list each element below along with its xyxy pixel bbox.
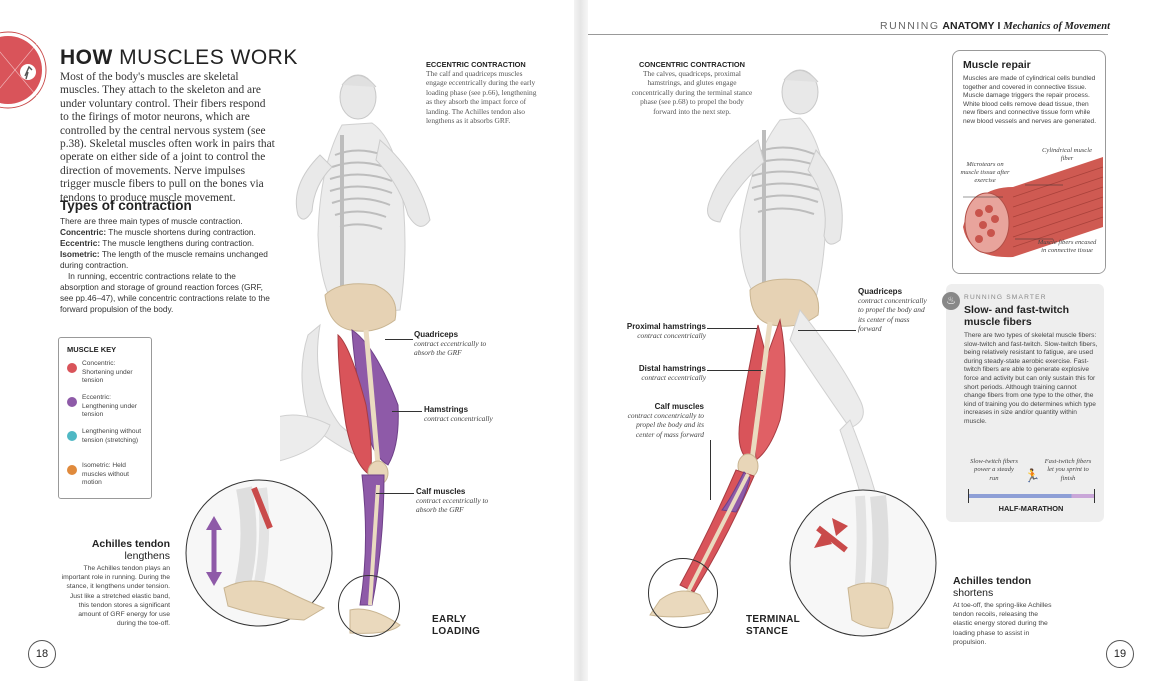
muscle-key-label: Concentric: Shortening under tension (82, 360, 133, 385)
header-running: RUNNING (880, 20, 940, 32)
right-achilles-sub: shortens (953, 587, 994, 599)
left-quadriceps-desc: contract eccentrically to absorb the GRF (414, 339, 487, 358)
concentric-box-title: CONCENTRIC CONTRACTION (639, 60, 745, 69)
left-hamstrings-desc: contract concentrically (424, 414, 493, 423)
early-stage-line2: LOADING (432, 626, 481, 637)
left-ham-leader (392, 411, 422, 412)
left-quadriceps-label: Quadriceps (414, 330, 459, 339)
eccentric-box-title: ECCENTRIC CONTRACTION (426, 60, 526, 69)
right-quad-leader (798, 330, 856, 331)
concentric-term: Concentric: (60, 227, 107, 237)
distal-hamstrings-label: Distal hamstrings (638, 364, 706, 373)
muscle-key-label: Eccentric: Lengthening under tension (82, 394, 137, 419)
concentric-def: Concentric: The muscle shortens during c… (60, 227, 275, 238)
concentric-box-text: The calves, quadriceps, proximal hamstri… (631, 69, 753, 116)
terminal-stage-line1: TERMINAL (746, 614, 801, 625)
page-number-right: 19 (1106, 640, 1134, 668)
page-title: MUSCLES WORK (119, 46, 298, 69)
half-marathon-label: HALF-MARATHON (998, 504, 1064, 513)
twitch-title: Slow- and fast-twitch muscle fibers (964, 304, 1069, 328)
fast-twitch-label: Fast-twitch fibers let you sprint to fin… (1044, 458, 1092, 482)
muscle-key-swatch (67, 431, 77, 441)
muscle-key-swatch (67, 363, 77, 373)
eccentric-text: The muscle lengthens during contraction. (102, 238, 255, 248)
eccentric-def: Eccentric: The muscle lengthens during c… (60, 238, 275, 249)
bar-end-tick (1094, 489, 1095, 503)
right-achilles-title: Achilles tendon (953, 575, 1032, 587)
prox-hamstrings-label: Proximal hamstrings (626, 322, 706, 331)
right-calf-label: Calf muscles (654, 402, 704, 411)
muscle-key-swatch (67, 397, 77, 407)
header-section: Mechanics of Movement (1003, 21, 1111, 32)
bar-start-tick (968, 489, 969, 503)
header-separator: I (997, 20, 1001, 32)
right-quadriceps-label: Quadriceps (858, 287, 903, 296)
muscle-repair-text: Muscles are made of cylindrical cells bu… (963, 75, 1097, 125)
types-intro: There are three main types of muscle con… (60, 216, 243, 226)
label-cylindrical-fiber: Cylindrical muscle fiber (1042, 147, 1092, 162)
right-quadriceps-desc: contract concentrically to propel the bo… (858, 296, 927, 334)
terminal-stage-line2: STANCE (746, 626, 789, 637)
runner-figure-early-loading (259, 45, 480, 645)
page-number-left: 18 (28, 640, 56, 668)
twitch-fibers-card: ♨ RUNNING SMARTER Slow- and fast-twitch … (942, 284, 1104, 522)
eccentric-term: Eccentric: (60, 238, 101, 248)
left-achilles-sub: lengthens (124, 550, 170, 562)
distal-hamstrings-desc: contract eccentrically (641, 373, 706, 382)
intro-paragraph: Most of the body's muscles are skeletal … (60, 71, 275, 204)
muscle-fiber-illustration (953, 147, 1105, 273)
types-heading: Types of contraction (60, 198, 192, 213)
half-marathon-bar (968, 494, 1094, 498)
twitch-kicker: RUNNING SMARTER (964, 294, 1047, 301)
left-hamstrings-label: Hamstrings (424, 405, 469, 414)
eccentric-box-text: The calf and quadriceps muscles engage e… (426, 69, 537, 126)
right-achilles-text: At toe-off, the spring-like Achilles ten… (953, 602, 1052, 646)
prox-hamstrings-desc: contract concentrically (637, 331, 706, 340)
muscle-repair-card: Muscle repair Muscles are made of cylind… (952, 50, 1106, 274)
achilles-lengthens-detail (184, 478, 334, 628)
distal-ham-leader (707, 370, 763, 371)
muscle-repair-title: Muscle repair (963, 59, 1031, 71)
running-paragraph: In running, eccentric contractions relat… (60, 271, 270, 314)
left-achilles-text: The Achilles tendon plays an important r… (61, 565, 170, 628)
right-calf-desc: contract concentrically to propel the bo… (627, 411, 704, 439)
label-encased-fibers: Muscle fibers encased in connective tiss… (1037, 239, 1097, 254)
left-calf-leader (376, 493, 414, 494)
running-header: RUNNING ANATOMY I Mechanics of Movement (880, 20, 1110, 32)
isometric-term: Isometric: (60, 249, 100, 259)
isometric-text: The length of the muscle remains unchang… (60, 249, 268, 270)
muscle-key-title: MUSCLE KEY (67, 345, 117, 354)
muscle-key-label: Isometric: Held muscles without motion (82, 462, 129, 487)
muscle-key: MUSCLE KEY Concentric: Shortening under … (58, 337, 152, 499)
right-ankle-circle (648, 558, 718, 628)
header-anatomy: ANATOMY (942, 20, 995, 32)
isometric-def: Isometric: The length of the muscle rema… (60, 249, 275, 271)
prox-ham-leader (707, 328, 757, 329)
page-title-bold: HOW (60, 46, 113, 69)
slow-twitch-label: Slow-twitch fibers power a steady run (970, 458, 1018, 482)
twitch-text: There are two types of skeletal muscle f… (964, 332, 1098, 425)
muscle-key-label: Lengthening without tension (stretching) (82, 428, 142, 444)
early-stage-line1: EARLY (432, 614, 467, 625)
book-gutter (574, 0, 588, 681)
muscle-key-swatch (67, 465, 77, 475)
left-quad-leader (385, 339, 413, 340)
left-calf-desc: contract eccentrically to absorb the GRF (416, 496, 489, 515)
left-achilles-title: Achilles tendon (91, 538, 170, 550)
left-calf-label: Calf muscles (416, 487, 466, 496)
right-calf-leader (710, 440, 711, 500)
runner-figure-terminal-stance (640, 40, 900, 640)
runner-icon: 🏃 (1024, 468, 1041, 483)
types-text: There are three main types of muscle con… (60, 216, 275, 315)
twitch-icon: ♨ (942, 292, 960, 310)
chapter-tab-icon (0, 30, 48, 110)
header-rule (588, 34, 1108, 35)
label-microtears: Microtears on muscle tissue after exerci… (960, 161, 1010, 184)
concentric-text: The muscle shortens during contraction. (108, 227, 256, 237)
achilles-shortens-detail (788, 488, 938, 638)
left-ankle-circle (338, 575, 400, 637)
